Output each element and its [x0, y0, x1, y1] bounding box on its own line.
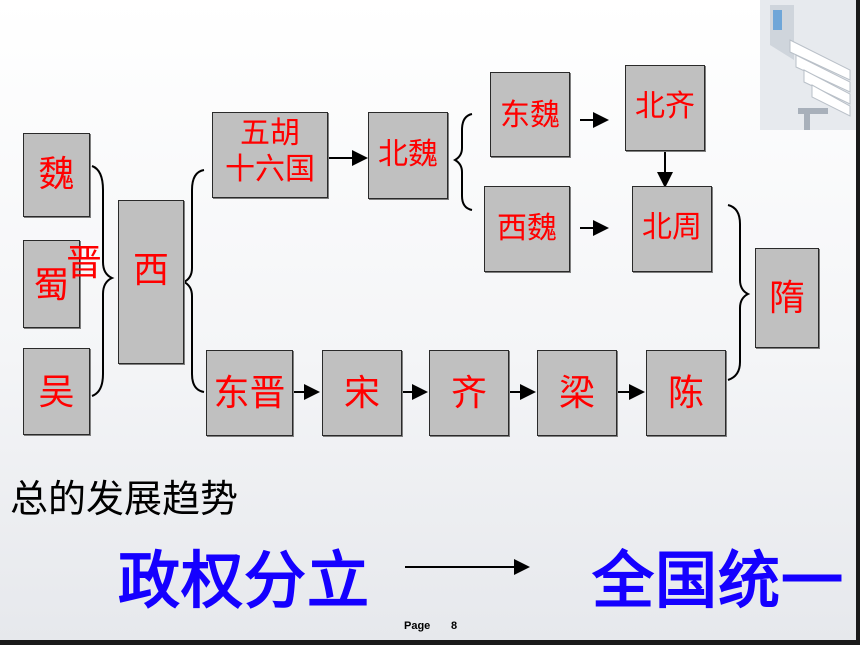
box-northern-wei: 北魏 — [368, 112, 448, 199]
box-wei: 魏 — [23, 133, 90, 217]
box-sui: 隋 — [755, 248, 819, 348]
box-eastern-wei: 东魏 — [490, 72, 570, 157]
box-western: 西 — [118, 200, 184, 364]
slide-frame-bottom — [0, 640, 860, 645]
slide-frame-right — [856, 0, 860, 645]
staircase-image — [760, 0, 856, 130]
summary-label: 总的发展趋势 — [10, 477, 239, 521]
box-eastern-jin: 东晋 — [206, 350, 293, 436]
brace-sui — [727, 204, 751, 381]
page-number: 8 — [451, 620, 458, 632]
box-wuhu-sixteen: 五胡 十六国 — [212, 112, 328, 198]
box-northern-zhou: 北周 — [632, 186, 712, 272]
box-wu: 吴 — [23, 348, 90, 435]
box-shu: 蜀 — [23, 240, 80, 328]
brace-three-kingdoms — [91, 165, 115, 397]
trend-to: 全国统一 — [592, 544, 845, 617]
trend-from: 政权分立 — [118, 544, 371, 617]
brace-northern-wei — [452, 113, 473, 211]
box-western-wei: 西魏 — [484, 186, 570, 272]
brace-western-jin — [181, 169, 205, 393]
box-northern-qi: 北齐 — [625, 65, 705, 151]
box-qi: 齐 — [429, 350, 509, 436]
box-chen: 陈 — [646, 350, 726, 436]
label-jin: 晋 — [66, 243, 103, 284]
box-liang: 梁 — [537, 350, 617, 436]
page-word: Page — [404, 620, 431, 632]
box-song: 宋 — [322, 350, 402, 436]
